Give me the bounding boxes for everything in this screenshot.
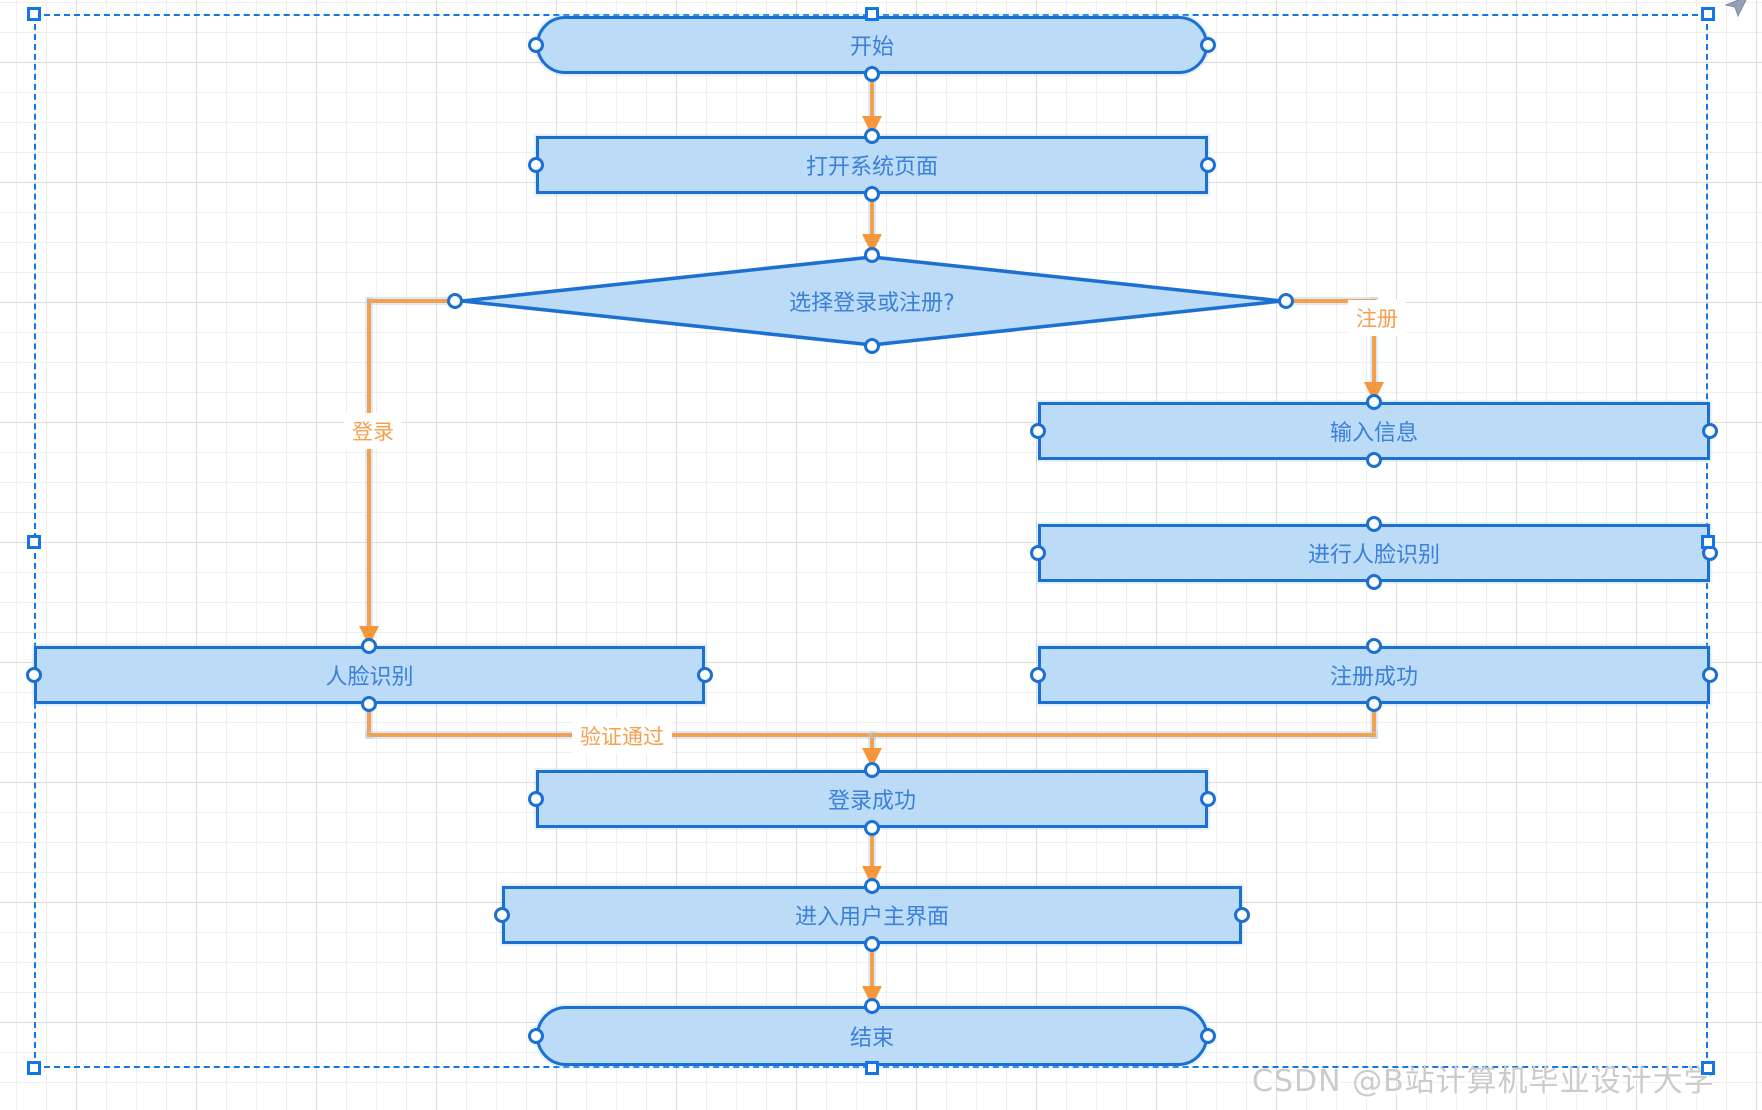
connection-point[interactable] [1366, 696, 1382, 712]
edge-choose-to-input-info-segment[interactable] [1288, 299, 1376, 303]
edge-open-page-to-choose-segment[interactable] [870, 198, 874, 236]
connection-point[interactable] [864, 762, 880, 778]
connection-point[interactable] [1030, 545, 1046, 561]
connection-point[interactable] [1200, 791, 1216, 807]
resize-handle-top-center[interactable] [865, 7, 879, 21]
connection-point[interactable] [1702, 667, 1718, 683]
node-register-success-label: 注册成功 [1329, 665, 1418, 690]
connection-point[interactable] [864, 338, 880, 354]
node-open-system-page-label: 打开系统页面 [805, 155, 938, 180]
edge-label-register[interactable]: 注册 [1348, 300, 1406, 336]
edge-choose-to-face-rec-segment[interactable] [369, 299, 457, 303]
edge-main-ui-to-end-segment[interactable] [870, 946, 874, 988]
node-enter-main-ui[interactable]: 进入用户主界面 [502, 886, 1242, 944]
connection-point[interactable] [528, 1028, 544, 1044]
connection-point[interactable] [528, 791, 544, 807]
resize-handle-top-left[interactable] [27, 7, 41, 21]
connection-point[interactable] [1200, 157, 1216, 173]
connection-point[interactable] [864, 878, 880, 894]
connection-point[interactable] [864, 128, 880, 144]
connection-point[interactable] [1200, 37, 1216, 53]
connection-point[interactable] [864, 998, 880, 1014]
connection-point[interactable] [1702, 423, 1718, 439]
resize-handle-middle-right[interactable] [1701, 535, 1715, 549]
connection-point[interactable] [1366, 638, 1382, 654]
node-face-recognition-label: 人脸识别 [325, 665, 414, 690]
edge-login-success-to-main-ui-segment[interactable] [870, 830, 874, 868]
node-login-success-label: 登录成功 [827, 789, 916, 814]
edge-face-rec-to-login-success-segment[interactable] [870, 735, 874, 750]
connection-point[interactable] [361, 696, 377, 712]
decision-choose-login-or-register[interactable]: 选择登录或注册? [458, 255, 1286, 347]
mouse-cursor-icon [1724, 0, 1747, 18]
edge-register-success-to-login-success-segment[interactable] [1372, 706, 1376, 737]
connection-point[interactable] [447, 293, 463, 309]
connection-point[interactable] [697, 667, 713, 683]
connection-point[interactable] [361, 638, 377, 654]
connection-point[interactable] [1366, 574, 1382, 590]
connection-point[interactable] [528, 37, 544, 53]
resize-handle-bottom-left[interactable] [27, 1061, 41, 1075]
edge-face-rec-to-login-success-segment[interactable] [367, 706, 371, 737]
edge-register-success-to-login-success-segment[interactable] [872, 733, 1376, 737]
connection-point[interactable] [864, 66, 880, 82]
resize-handle-top-right[interactable] [1701, 7, 1715, 21]
edge-start-to-open-page-segment[interactable] [870, 78, 874, 118]
resize-handle-bottom-center[interactable] [865, 1061, 879, 1075]
connection-point[interactable] [1366, 516, 1382, 532]
connection-point[interactable] [1030, 423, 1046, 439]
connection-point[interactable] [1366, 452, 1382, 468]
connection-point[interactable] [1030, 667, 1046, 683]
edge-label-verified[interactable]: 验证通过 [572, 718, 672, 754]
edge-label-login[interactable]: 登录 [344, 413, 402, 449]
connection-point[interactable] [494, 907, 510, 923]
node-login-success[interactable]: 登录成功 [536, 770, 1208, 828]
edge-choose-to-face-rec-segment[interactable] [367, 299, 371, 628]
connection-point[interactable] [528, 157, 544, 173]
node-input-info-label: 输入信息 [1329, 421, 1418, 446]
connection-point[interactable] [864, 186, 880, 202]
connection-point[interactable] [1200, 1028, 1216, 1044]
node-end[interactable]: 结束 [536, 1006, 1208, 1066]
connection-point[interactable] [1234, 907, 1250, 923]
connection-point[interactable] [1366, 394, 1382, 410]
node-do-face-recognition-label: 进行人脸识别 [1307, 543, 1440, 568]
resize-handle-middle-left[interactable] [27, 535, 41, 549]
connection-point[interactable] [864, 820, 880, 836]
connection-point[interactable] [864, 247, 880, 263]
node-end-label: 结束 [849, 1026, 894, 1051]
connection-point[interactable] [26, 667, 42, 683]
edge-choose-to-input-info-segment[interactable] [1372, 299, 1376, 384]
resize-handle-bottom-right[interactable] [1701, 1061, 1715, 1075]
decision-label: 选择登录或注册? [789, 291, 955, 316]
connection-point[interactable] [1278, 293, 1294, 309]
watermark-text: CSDN @B站计算机毕业设计大学 [1252, 1064, 1715, 1099]
connection-point[interactable] [864, 936, 880, 952]
node-start-label: 开始 [849, 35, 894, 60]
node-enter-main-ui-label: 进入用户主界面 [794, 905, 949, 930]
